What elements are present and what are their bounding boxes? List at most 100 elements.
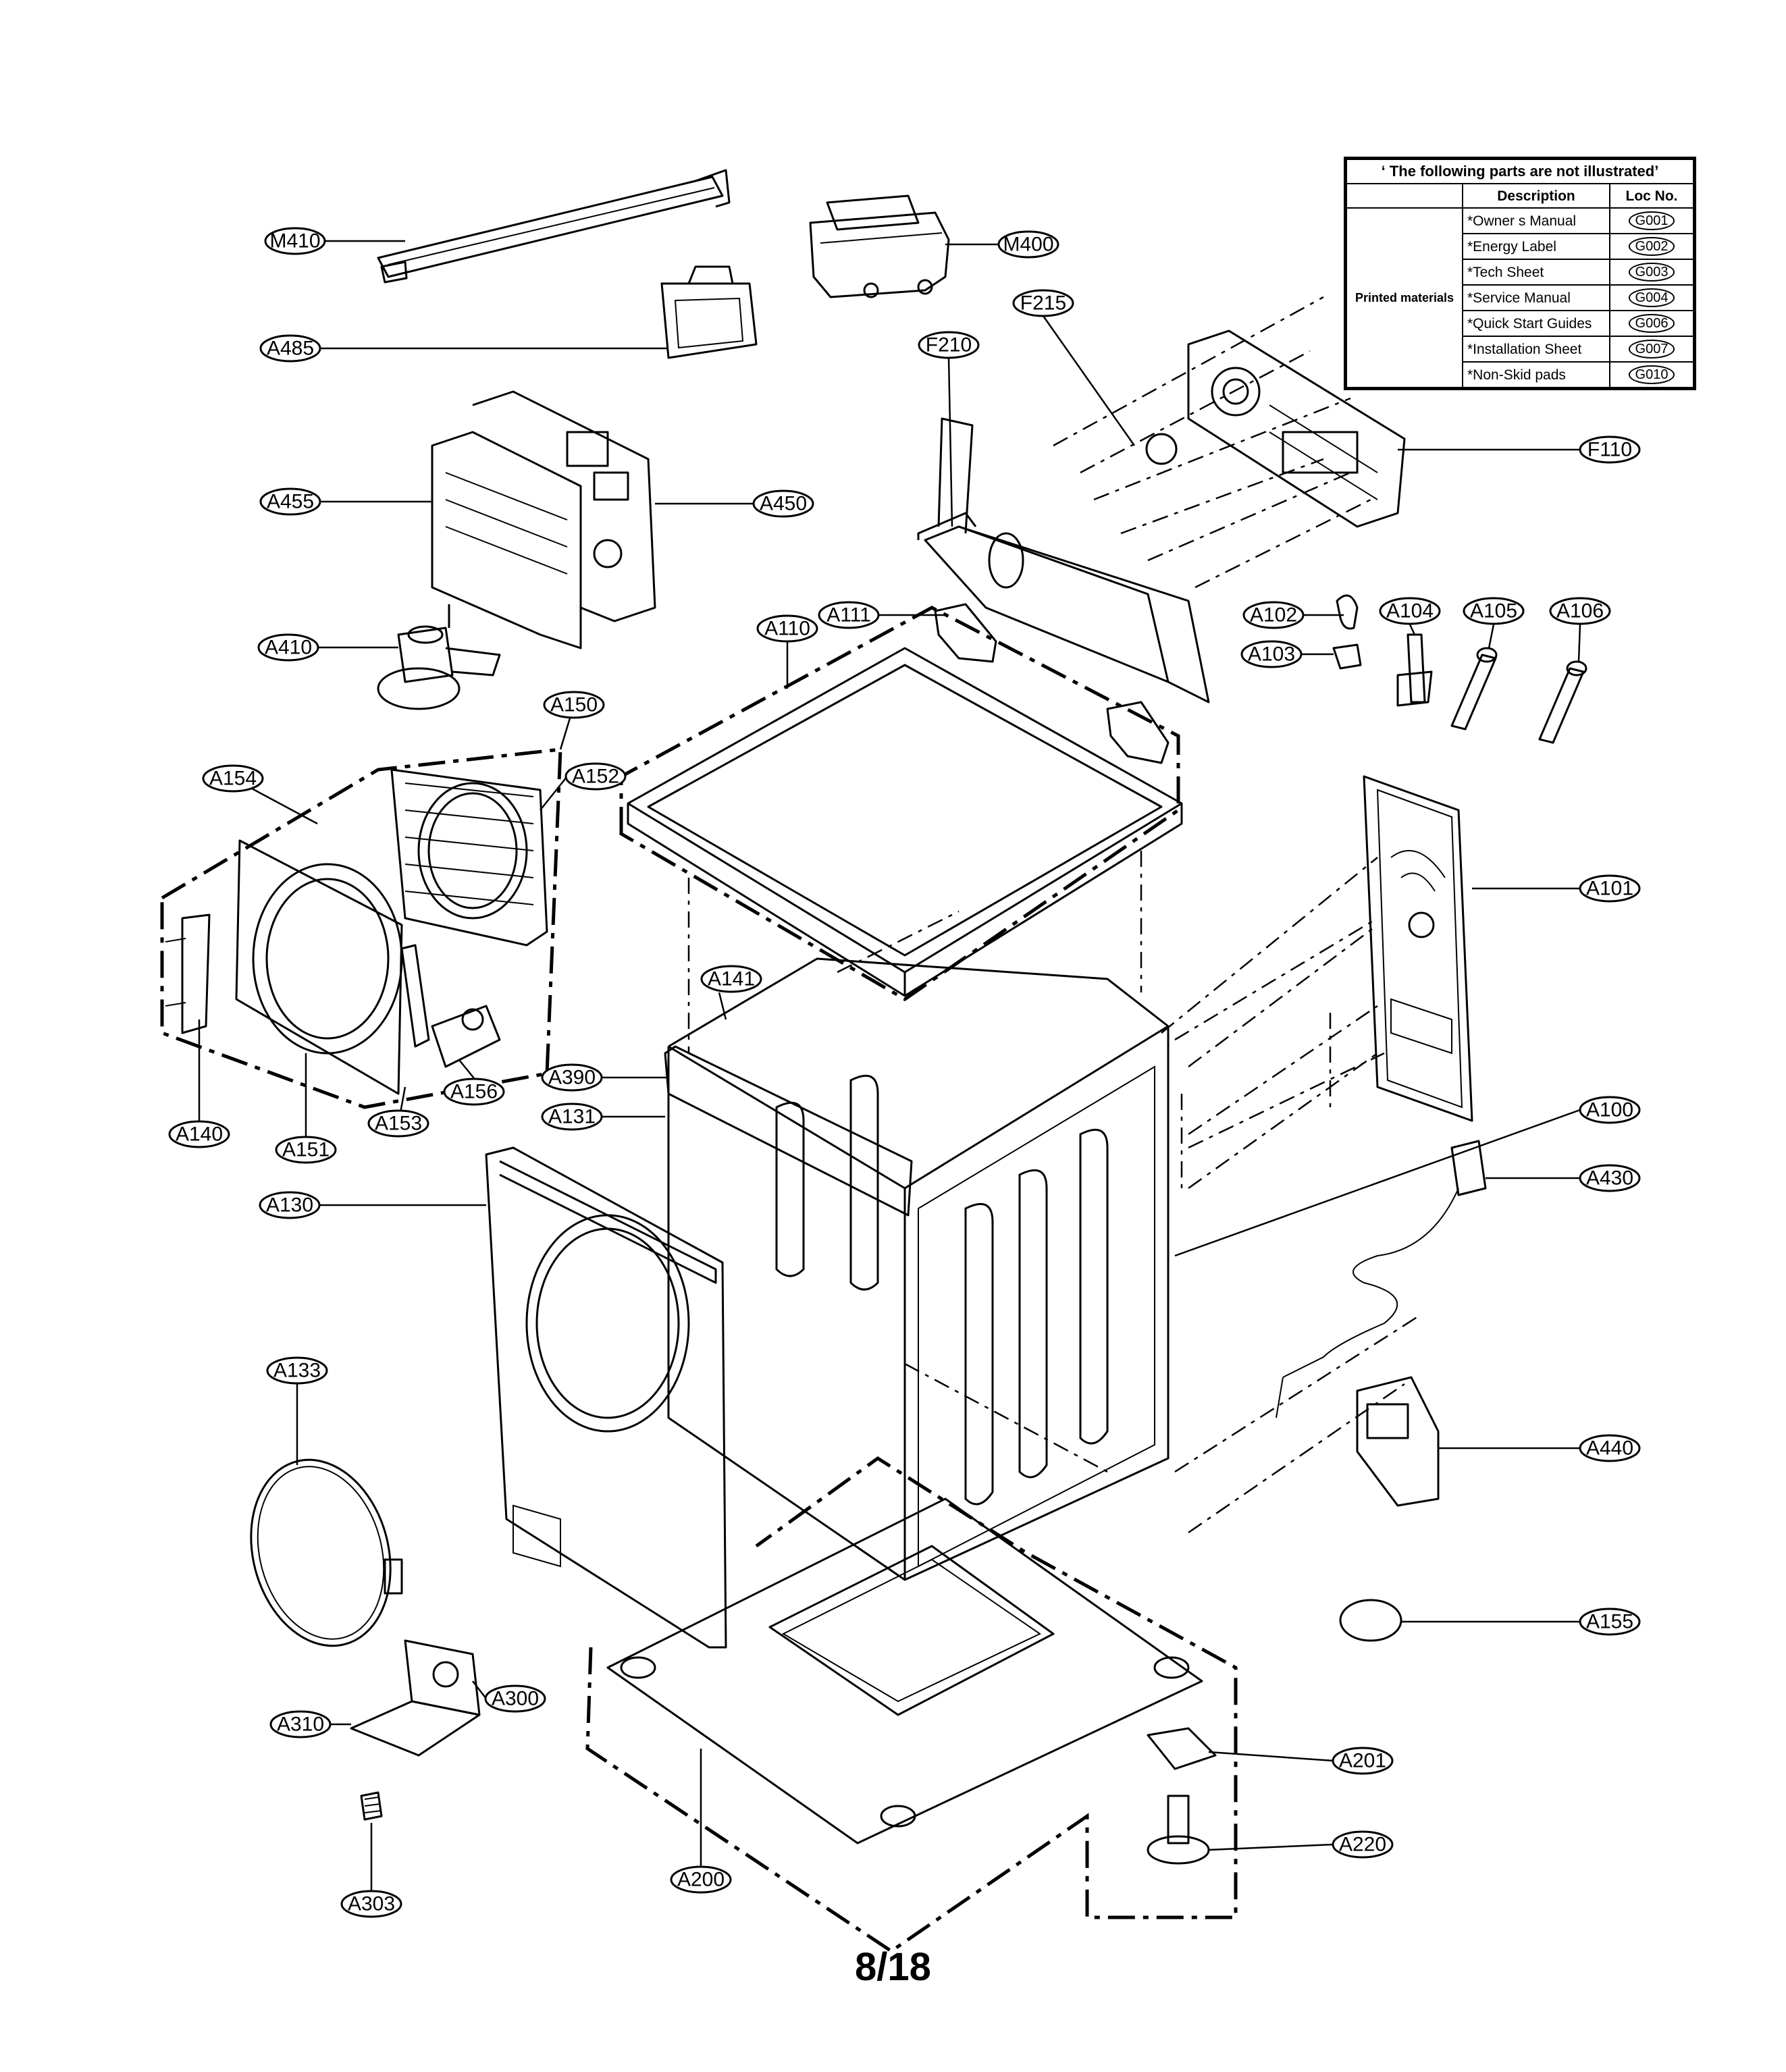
callout-a455: A455 [259,487,321,516]
svg-text:A102: A102 [1250,604,1297,627]
not-illustrated-parts-table: ‘ The following parts are not illustrate… [1344,157,1696,390]
part-a155-cap [1339,1599,1402,1642]
part-a485 [660,265,758,359]
callout-a152: A152 [564,762,627,791]
svg-text:A131: A131 [548,1106,596,1128]
table-cell-description: *Energy Label [1462,233,1610,260]
table-row: *Non-Skid pads G010 [1346,361,1694,388]
svg-text:A455: A455 [267,491,314,513]
part-a201-bracket [1147,1727,1217,1770]
table-header-loc: Loc No. [1609,183,1694,209]
table-cell-description: *Service Manual [1462,284,1610,311]
svg-text:A300: A300 [492,1688,539,1710]
svg-text:A105: A105 [1470,600,1517,622]
table-cell-description: *Installation Sheet [1462,336,1610,363]
svg-text:F215: F215 [1020,292,1066,315]
table-cell-description: *Non-Skid pads [1462,361,1610,388]
part-f210-panel [917,417,1210,703]
svg-text:A106: A106 [1556,600,1604,622]
part-a440-filter [1356,1376,1440,1507]
callout-a310: A310 [269,1710,332,1738]
table-cell-loc: G002 [1628,237,1675,256]
callout-a103: A103 [1240,640,1303,668]
callout-a102: A102 [1242,601,1305,629]
callout-a430: A430 [1579,1164,1641,1192]
door-assembly-dash-border [160,747,562,1109]
part-a410 [377,604,501,710]
svg-text:A156: A156 [450,1081,498,1103]
callout-a303: A303 [340,1890,402,1918]
svg-text:A111: A111 [826,604,871,627]
table-header-description: Description [1462,183,1610,209]
callout-a140: A140 [168,1120,230,1148]
callout-a485: A485 [259,334,321,363]
svg-text:F110: F110 [1587,439,1632,461]
part-a111-hinges [934,603,1170,764]
callout-a111: A111 [818,601,880,629]
part-a110-top-plate [627,647,1183,997]
part-a220-foot [1147,1795,1210,1865]
callout-a104: A104 [1379,597,1441,625]
svg-text:A303: A303 [348,1893,395,1915]
table-cell-loc: G003 [1628,263,1675,282]
part-a455-a450-pcb [431,390,656,649]
svg-text:A200: A200 [677,1869,725,1891]
callout-a133: A133 [266,1356,328,1385]
svg-text:A101: A101 [1586,878,1633,900]
table-cell-loc: G007 [1628,340,1675,358]
callout-f215: F215 [1012,289,1074,317]
svg-text:A130: A130 [266,1194,313,1217]
callout-a110: A110 [756,614,818,643]
svg-text:A450: A450 [760,493,807,515]
part-a153-handle [400,944,430,1048]
table-title: ‘ The following parts are not illustrate… [1346,159,1694,184]
svg-text:A430: A430 [1586,1167,1633,1190]
part-a303-screw [360,1791,383,1821]
part-m410-bracket [377,169,731,284]
svg-text:A154: A154 [209,768,257,790]
callout-f210: F210 [918,331,980,359]
callout-a154: A154 [202,764,264,793]
svg-text:A201: A201 [1339,1750,1386,1772]
part-a133-clamp [250,1458,403,1647]
svg-text:F210: F210 [926,334,972,356]
table-cell-loc: G001 [1628,211,1675,230]
part-a150-door-inner [390,768,548,947]
svg-text:A110: A110 [764,618,810,640]
callout-a201: A201 [1332,1747,1394,1775]
callout-a390: A390 [541,1063,603,1092]
svg-text:A103: A103 [1248,643,1295,666]
svg-text:A485: A485 [267,338,314,360]
svg-text:M400: M400 [1003,234,1053,256]
callout-a220: A220 [1332,1830,1394,1859]
part-a200-base [606,1497,1203,1844]
part-a130-front-panel [485,1146,727,1649]
page-number: 8/18 [855,1945,931,1989]
svg-text:A141: A141 [708,968,755,990]
part-f110-board [1187,329,1406,528]
table-cell-loc: G010 [1628,365,1675,384]
svg-text:A155: A155 [1586,1611,1633,1633]
svg-text:A220: A220 [1339,1834,1386,1856]
table-cell-loc: G006 [1628,314,1675,333]
part-a430-cord [1276,1140,1487,1418]
part-a140-hinge [165,913,211,1034]
callout-a105: A105 [1463,597,1525,625]
table-row: *Installation Sheet G007 [1346,336,1694,363]
callout-a150: A150 [543,691,605,719]
callout-a106: A106 [1549,597,1611,625]
part-f215-knob [1145,433,1178,465]
callout-a156: A156 [443,1078,505,1106]
svg-text:A310: A310 [277,1714,324,1736]
callout-a153: A153 [367,1109,429,1138]
part-a300-a310-cover [350,1639,481,1757]
callout-f110: F110 [1579,435,1641,464]
table-group-label: Printed materials [1346,207,1463,388]
callout-a100: A100 [1579,1096,1641,1124]
svg-text:A100: A100 [1586,1099,1633,1121]
table-row: *Service Manual G004 [1346,284,1694,311]
table-cell-description: *Tech Sheet [1462,259,1610,286]
svg-text:A150: A150 [550,694,598,716]
base-dash-border [585,1456,1238,1954]
